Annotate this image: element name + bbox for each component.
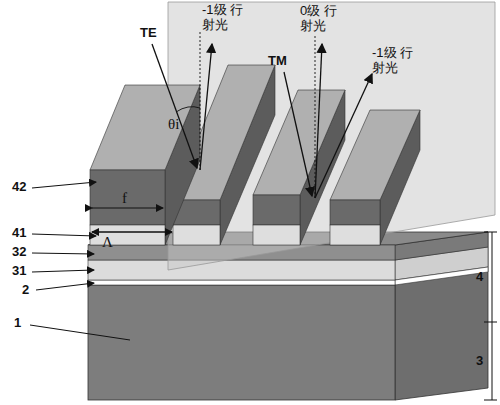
callout-number: 4: [476, 270, 483, 285]
callout-number: 41: [12, 226, 26, 241]
order-label: 0级 行射光: [300, 4, 344, 34]
polarization-label: TM: [268, 54, 287, 69]
dimension-label: f: [122, 190, 127, 207]
callout-number: 1: [14, 316, 21, 331]
angle-label: θi: [168, 116, 179, 133]
callout-number: 3: [476, 354, 483, 369]
dimension-label: Λ: [102, 234, 113, 251]
order-label: -1级 行射光: [202, 3, 246, 33]
callout-number: 32: [12, 245, 26, 260]
order-label: -1级 行射光: [372, 46, 416, 76]
callout-number: 42: [12, 180, 26, 195]
callout-number: 31: [12, 264, 26, 279]
polarization-label: TE: [140, 26, 157, 41]
callout-number: 2: [22, 283, 29, 298]
